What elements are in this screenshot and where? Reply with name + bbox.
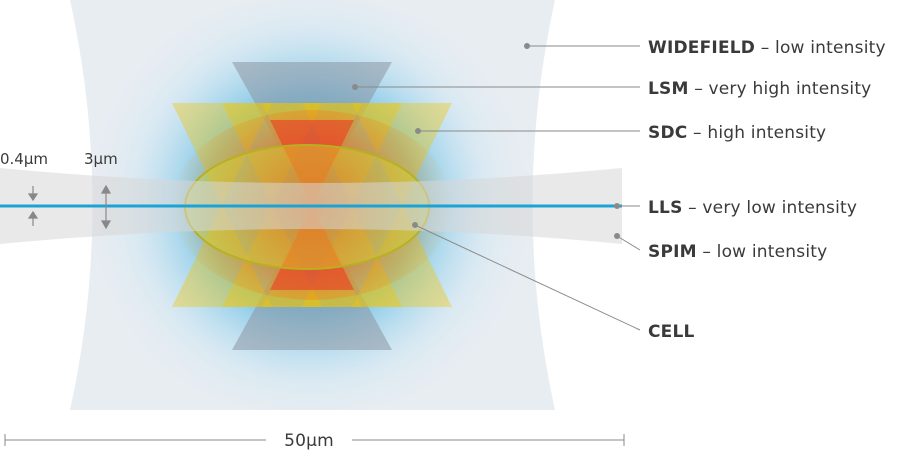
scale-bar [4, 434, 625, 446]
label-lls-thickness: 0.4μm [0, 150, 48, 168]
label-sdc: SDC – high intensity [648, 123, 826, 143]
label-spim-thickness: 3μm [84, 150, 118, 168]
lsm-focus-top [270, 120, 354, 205]
label-cell: CELL [648, 322, 695, 342]
lls-thickness-arrows [27, 186, 39, 226]
label-field-width: 50μm [284, 431, 334, 451]
label-lsm: LSM – very high intensity [648, 79, 871, 99]
label-lls: LLS – very low intensity [648, 198, 857, 218]
label-widefield: WIDEFIELD – low intensity [648, 38, 886, 58]
leader-lines [352, 43, 641, 331]
spim-thickness-arrow [100, 184, 112, 230]
label-spim: SPIM – low intensity [648, 242, 827, 262]
